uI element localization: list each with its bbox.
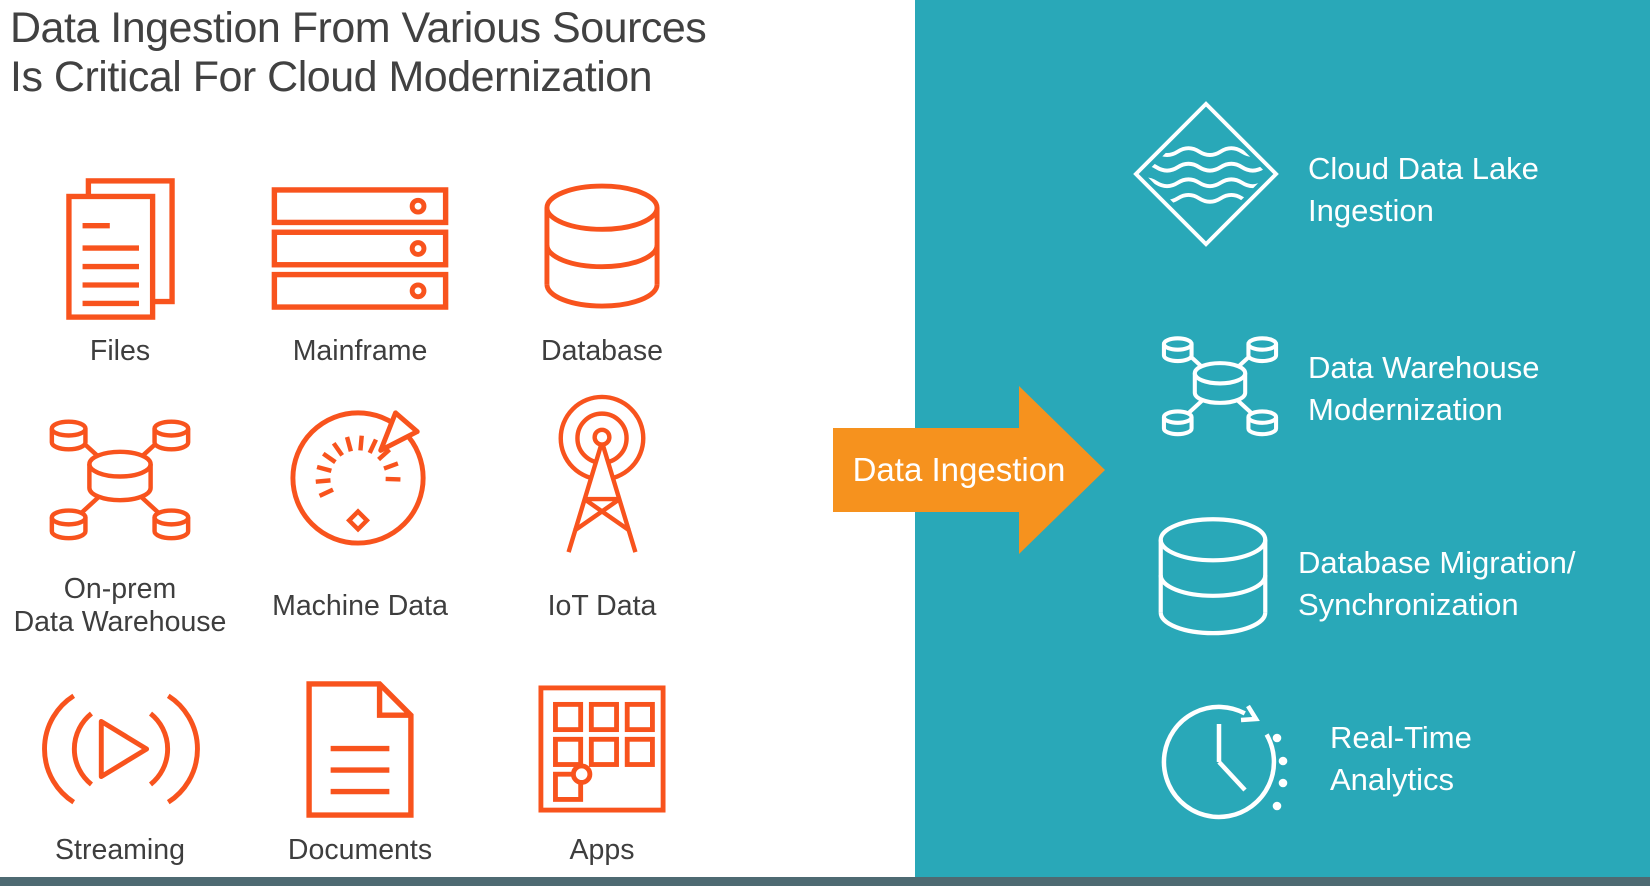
source-item-files: Files bbox=[0, 163, 240, 368]
warehouse-network-icon bbox=[1161, 336, 1279, 437]
document-page-icon bbox=[306, 680, 414, 818]
title-line-1: Data Ingestion From Various Sources bbox=[10, 4, 707, 52]
destination-line-1: Database Migration/ bbox=[1298, 545, 1576, 580]
machine-data-gauge-icon bbox=[290, 410, 426, 546]
source-item-apps: Apps bbox=[482, 664, 722, 867]
mainframe-icon bbox=[271, 187, 449, 310]
source-item-documents: Documents bbox=[240, 664, 480, 867]
source-item-iot-data: IoT Data bbox=[482, 388, 722, 648]
destination-text-db-migration: Database Migration/ Synchronization bbox=[1298, 542, 1575, 626]
title-line-2: Is Critical For Cloud Modernization bbox=[10, 53, 653, 101]
database-cylinder-icon bbox=[1158, 517, 1268, 636]
data-ingestion-arrow-label: Data Ingestion bbox=[852, 451, 1066, 488]
source-item-mainframe: Mainframe bbox=[240, 163, 480, 368]
source-label: Documents bbox=[287, 834, 433, 866]
streaming-play-icon bbox=[42, 693, 200, 805]
destination-line-2: Modernization bbox=[1308, 392, 1503, 427]
database-icon bbox=[544, 183, 660, 309]
data-ingestion-arrow-body bbox=[833, 428, 1020, 512]
source-label: Streaming bbox=[55, 834, 185, 866]
on-prem-data-warehouse-icon bbox=[49, 419, 191, 541]
footer-strip bbox=[0, 877, 1650, 886]
destination-text-realtime-analytics: Real-Time Analytics bbox=[1330, 717, 1472, 801]
source-label: Database bbox=[540, 335, 663, 367]
source-label-line2: Data Warehouse bbox=[13, 606, 227, 638]
destination-line-1: Real-Time bbox=[1330, 720, 1472, 755]
destination-text-cloud-data-lake: Cloud Data Lake Ingestion bbox=[1308, 148, 1539, 232]
realtime-clock-icon bbox=[1161, 704, 1288, 820]
source-label: IoT Data bbox=[547, 589, 657, 622]
destination-line-1: Cloud Data Lake bbox=[1308, 151, 1539, 186]
files-icon bbox=[65, 178, 175, 320]
source-label: Files bbox=[89, 335, 151, 367]
destination-line-2: Ingestion bbox=[1308, 193, 1434, 228]
destination-line-1: Data Warehouse bbox=[1308, 350, 1540, 385]
source-label: Mainframe bbox=[292, 335, 428, 367]
source-item-machine-data: Machine Data bbox=[240, 388, 480, 648]
source-label: On-prem bbox=[63, 573, 177, 605]
source-item-onprem-dw: On-prem Data Warehouse bbox=[0, 388, 240, 648]
data-lake-diamond-icon bbox=[1133, 101, 1279, 247]
destination-line-2: Analytics bbox=[1330, 762, 1455, 797]
page-title: Data Ingestion From Various Sources Is C… bbox=[10, 4, 707, 102]
destination-line-2: Synchronization bbox=[1298, 587, 1519, 622]
iot-radio-tower-icon bbox=[558, 394, 646, 553]
data-ingestion-arrow-head bbox=[1019, 386, 1105, 554]
source-item-database: Database bbox=[482, 163, 722, 368]
source-label: Apps bbox=[569, 834, 635, 866]
source-label: Machine Data bbox=[272, 589, 448, 622]
source-item-streaming: Streaming bbox=[0, 664, 240, 867]
apps-grid-icon bbox=[538, 685, 666, 813]
destination-text-dw-modernization: Data Warehouse Modernization bbox=[1308, 347, 1539, 431]
